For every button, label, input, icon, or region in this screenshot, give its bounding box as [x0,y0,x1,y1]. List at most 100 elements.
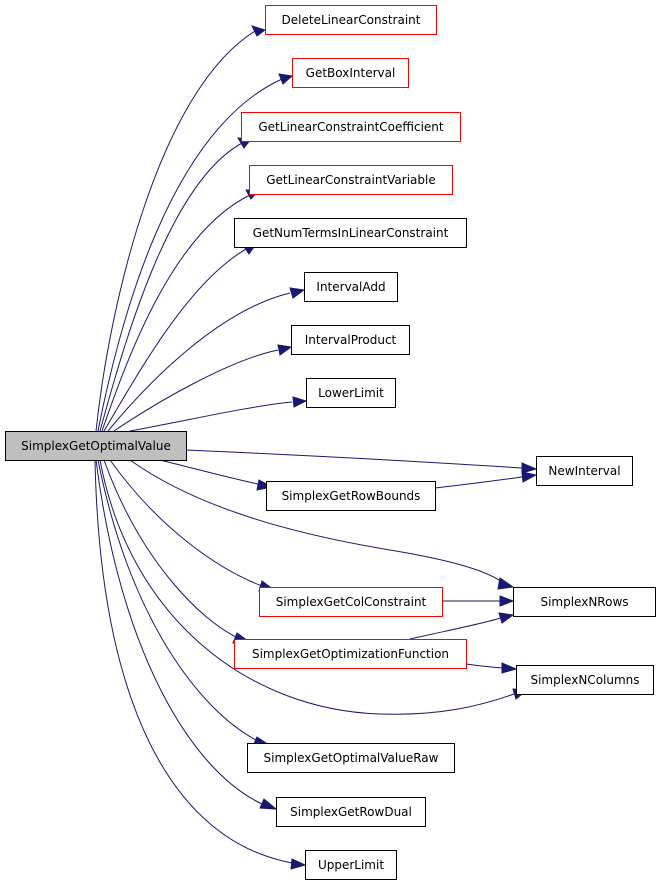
edge-n13-to-n12 [409,612,515,640]
edge-line [101,193,253,432]
edge-root-to-n6 [107,287,306,432]
edge-n11-to-n12 [442,595,515,607]
edge-line [434,476,523,489]
arrowhead-icon [290,858,307,870]
node-box[interactable] [513,587,656,617]
edge-root-to-n11 [109,459,276,592]
node-simplex-get-optimal-value-raw[interactable]: SimplexGetOptimalValueRaw [247,743,455,773]
node-box[interactable] [234,639,467,669]
node-simplex-get-row-bounds[interactable]: SimplexGetRowBounds [266,481,436,511]
edge-line [409,617,501,640]
edge-line [99,459,515,715]
edge-line [129,459,503,583]
arrowhead-icon [289,287,306,299]
edge-line [103,247,249,432]
node-get-linear-constraint-coefficient[interactable]: GetLinearConstraintCoefficient [241,112,461,142]
node-simplex-get-optimal-value[interactable]: SimplexGetOptimalValue [5,431,187,461]
edge-root-to-n15 [97,459,271,747]
node-label: IntervalProduct [305,333,397,347]
node-label: DeleteLinearConstraint [282,13,421,27]
node-label: NewInterval [548,464,620,478]
arrowhead-icon [259,798,278,810]
edge-line [465,663,503,669]
node-interval-product[interactable]: IntervalProduct [291,325,410,355]
node-label: SimplexGetOptimizationFunction [252,647,449,661]
arrowhead-icon [251,25,267,37]
edge-line [107,292,291,432]
node-label: SimplexNRows [540,595,628,609]
node-box[interactable] [249,165,453,195]
node-label: GetLinearConstraintVariable [266,173,435,187]
node-label: GetBoxInterval [306,66,396,80]
edge-root-to-n9 [185,449,538,474]
node-label: UpperLimit [318,858,384,872]
node-box[interactable] [304,272,398,302]
edge-root-to-n1 [95,25,267,432]
node-interval-add[interactable]: IntervalAdd [304,272,398,302]
node-label: IntervalAdd [316,280,385,294]
node-box[interactable] [241,112,461,142]
edge-line [97,459,257,741]
node-box[interactable] [291,325,410,355]
edge-line [113,349,279,432]
node-upper-limit[interactable]: UpperLimit [305,850,397,880]
edge-line [97,78,283,432]
node-get-linear-constraint-variable[interactable]: GetLinearConstraintVariable [249,165,453,195]
arrowhead-icon [498,612,515,624]
node-simplex-get-row-dual[interactable]: SimplexGetRowDual [276,797,426,827]
arrowhead-icon [277,344,293,356]
edge-line [99,141,245,432]
node-label: SimplexGetColConstraint [276,595,427,609]
edge-line [94,459,293,864]
edge-line [109,459,263,587]
edge-root-to-n7 [113,344,293,432]
edge-line [129,401,293,432]
node-get-box-interval[interactable]: GetBoxInterval [292,58,409,88]
node-label: SimplexGetOptimalValueRaw [264,751,439,765]
node-box[interactable] [234,218,467,248]
arrowhead-icon [521,471,538,483]
node-lower-limit[interactable]: LowerLimit [306,378,396,408]
node-box[interactable] [516,665,654,695]
node-box[interactable] [306,378,396,408]
edge-root-to-n16 [95,459,278,810]
nodes-layer: SimplexGetOptimalValue DeleteLinearConstr… [5,5,656,880]
edge-root-to-n2 [97,73,294,432]
edge-line [185,449,523,469]
node-box[interactable] [259,587,443,617]
edge-line [103,459,239,639]
node-delete-linear-constraint[interactable]: DeleteLinearConstraint [265,5,437,35]
node-box[interactable] [265,5,437,35]
node-box[interactable] [266,481,436,511]
edge-line [95,30,256,432]
node-label: SimplexGetRowDual [290,805,412,819]
edge-root-to-n10 [159,459,274,491]
node-simplex-ncolumns[interactable]: SimplexNColumns [516,665,654,695]
node-label: SimplexGetOptimalValue [21,439,171,453]
node-label: SimplexGetRowBounds [282,489,421,503]
node-box[interactable] [305,850,397,880]
node-label: GetLinearConstraintCoefficient [258,120,444,134]
arrowhead-icon [278,73,294,85]
edge-root-to-n5 [103,243,258,432]
arrowhead-icon [499,595,515,607]
edge-n13-to-n14 [465,662,518,674]
edge-root-to-n3 [99,137,252,432]
node-label: SimplexNColumns [530,673,639,687]
node-box[interactable] [5,431,187,461]
node-box[interactable] [247,743,455,773]
node-simplex-get-optimization-function[interactable]: SimplexGetOptimizationFunction [234,639,467,669]
node-box[interactable] [536,456,633,486]
node-simplex-nrows[interactable]: SimplexNRows [513,587,656,617]
node-get-num-terms-in-linear-constraint[interactable]: GetNumTermsInLinearConstraint [234,218,467,248]
node-box[interactable] [292,58,409,88]
node-box[interactable] [276,797,426,827]
edge-root-to-n17 [94,459,307,870]
arrowhead-icon [521,462,538,474]
node-simplex-get-col-constraint[interactable]: SimplexGetColConstraint [259,587,443,617]
node-new-interval[interactable]: NewInterval [536,456,633,486]
node-label: GetNumTermsInLinearConstraint [253,226,449,240]
edge-line [95,459,263,805]
arrowhead-icon [497,577,515,590]
